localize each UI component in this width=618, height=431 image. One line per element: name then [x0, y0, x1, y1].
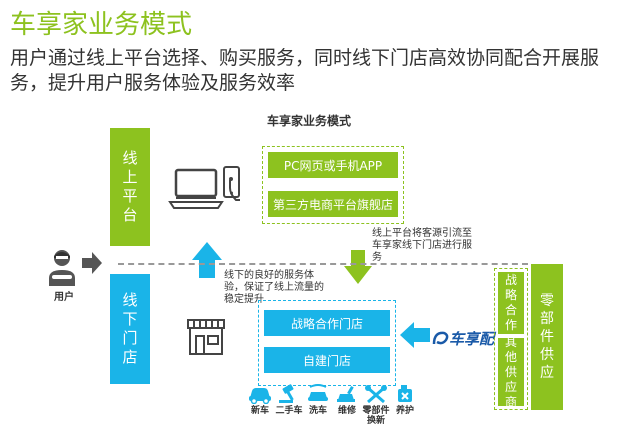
- up-arrow-icon: [192, 242, 222, 278]
- service-parts-replacement: 零部件换新: [359, 384, 393, 426]
- online-platform-bar: 线上平台: [110, 128, 150, 246]
- page-title: 车享家业务模式: [10, 10, 193, 40]
- strategic-supplier-bar: 战略合作: [498, 272, 524, 334]
- brand-logo-text: 车享配: [449, 330, 495, 348]
- service-label: 维修: [337, 406, 356, 416]
- service-label: 养护: [395, 406, 414, 416]
- ecommerce-store-channel: 第三方电商平台旗舰店: [268, 191, 398, 217]
- down-arrow-icon: [344, 250, 372, 284]
- offline-store-bar: 线下门店: [110, 274, 150, 384]
- service-label: 洗车: [308, 406, 327, 416]
- page-subtitle: 用户通过线上平台选择、购买服务，同时线下门店高效协同配合开展服务，提升用户服务体…: [10, 47, 600, 94]
- service-new-car: 新车: [243, 384, 277, 416]
- self-run-store-channel: 自建门店: [264, 347, 390, 373]
- service-label: 新车: [250, 406, 269, 416]
- user-icon: [49, 250, 75, 286]
- tools-icon: [365, 385, 387, 404]
- diagram-title: 车享家业务模式: [266, 114, 351, 128]
- user-label: 用户: [54, 292, 74, 303]
- offline-stores-box: [258, 300, 396, 386]
- strategic-supplier-label: 战略合作: [504, 273, 517, 332]
- service-repair: 维修: [330, 384, 364, 416]
- store-icon: [187, 319, 225, 355]
- parts-supply-label: 零部件供应: [540, 293, 554, 381]
- online-to-offline-note: 线上平台将客源引流至车享家线下门店进行服务: [372, 228, 472, 263]
- service-label: 零部件换新: [362, 406, 390, 426]
- service-car-wash: 洗车: [301, 384, 335, 416]
- phone-icon: [223, 166, 240, 201]
- service-used-car: 二手车: [272, 384, 306, 416]
- service-label: 二手车: [275, 406, 303, 416]
- offline-to-online-note: 线下的良好的服务体验，保证了线上流量的稳定提升: [224, 270, 324, 305]
- other-supplier-bar: 其他供应商: [498, 335, 524, 409]
- oil-can-icon: [398, 385, 412, 402]
- online-platform-label: 线上平台: [122, 149, 138, 224]
- online-channels-box: [262, 146, 404, 224]
- car-icon: [249, 388, 271, 404]
- hammer-icon: [279, 384, 294, 403]
- other-supplier-label: 其他供应商: [504, 334, 517, 409]
- strategic-store-channel: 战略合作门店: [264, 310, 390, 336]
- pc-app-channel: PC网页或手机APP: [268, 152, 398, 178]
- left-arrow-icon: [400, 322, 430, 348]
- service-maintenance: 养护: [388, 384, 422, 416]
- arrow-right-icon: [82, 252, 102, 274]
- parts-supply-bar: 零部件供应: [531, 264, 563, 410]
- brand-swirl-icon: [432, 331, 449, 345]
- car-wash-icon: [308, 384, 328, 401]
- online-offline-divider: [118, 263, 528, 265]
- brand-logo: 车享配: [432, 326, 494, 354]
- supplier-frame: [494, 268, 528, 410]
- repair-icon: [337, 386, 355, 402]
- offline-store-label: 线下门店: [122, 291, 138, 366]
- laptop-icon: [168, 168, 224, 209]
